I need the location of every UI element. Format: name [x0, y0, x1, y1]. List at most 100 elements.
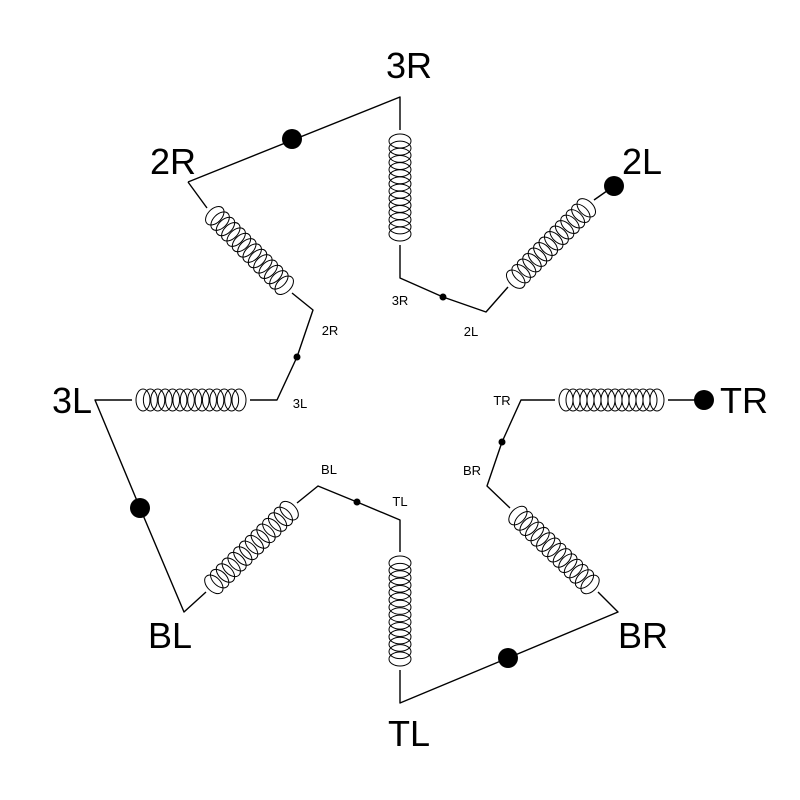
coil-3l [135, 388, 247, 412]
terminal-label-br: BR [618, 615, 668, 656]
coil-turn [221, 557, 241, 578]
coil-turn [135, 388, 151, 412]
coil-turn [256, 523, 276, 544]
coil-turn [205, 206, 225, 226]
coil-2l [505, 198, 597, 289]
coil-turn [238, 540, 259, 561]
coil-turn [388, 599, 412, 615]
coil-turn [273, 506, 294, 527]
coil-turn [231, 388, 247, 412]
coil-turn [541, 537, 561, 558]
coil-turn [549, 225, 569, 245]
coil-turn [560, 214, 580, 234]
inner-label-2l: 2L [464, 324, 478, 339]
coil-turn [388, 592, 412, 608]
wire-3r-2l-inner [399, 245, 509, 313]
wire-tl-br [399, 591, 619, 704]
terminal-dot-tl-br [498, 648, 518, 668]
coil-turn [253, 254, 273, 274]
coil-turn [516, 258, 537, 278]
junction-dot-3r-2l [439, 293, 447, 301]
coil-turn [244, 534, 265, 555]
coil-turn [209, 568, 230, 589]
coil-turn [388, 651, 412, 667]
coil-turn [388, 219, 412, 235]
coil-turn [142, 388, 158, 412]
coil-turn [242, 243, 262, 263]
inner-label-tr: TR [493, 393, 510, 408]
coil-turn [569, 564, 589, 584]
coil-turn [201, 388, 217, 412]
coil-br [508, 505, 600, 595]
coil-turn [279, 500, 299, 521]
coil-bl [204, 500, 299, 595]
wire-bl-tl-inner [296, 485, 401, 552]
coil-turn [388, 644, 412, 660]
coil-turn [558, 553, 578, 574]
terminal-label-3r: 3R [386, 45, 432, 86]
coil-turn [388, 621, 412, 637]
coil-turn [388, 577, 412, 593]
coil-turn [388, 570, 412, 586]
junction-dot-bl-tl [353, 498, 361, 506]
coil-turn [388, 555, 412, 571]
terminal-dot-tr [694, 390, 714, 410]
terminal-label-tr: TR [720, 380, 768, 421]
coil-turn [233, 546, 253, 566]
coil-turn [388, 562, 412, 578]
coil-turn [519, 516, 539, 536]
coil-turn [552, 548, 572, 568]
inner-label-2r: 2R [322, 323, 339, 338]
terminal-label-bl: BL [148, 615, 192, 656]
coil-turn [221, 222, 241, 242]
coil-turn [237, 238, 257, 258]
terminal-dot-3l-bl [130, 498, 150, 518]
coil-turn [527, 247, 548, 267]
inner-label-tl: TL [392, 494, 407, 509]
junction-dot-tr-br [498, 438, 506, 446]
coil-turn [543, 231, 564, 251]
terminal-label-2r: 2R [150, 141, 196, 182]
coil-turn [267, 512, 288, 532]
coil-turn [216, 388, 232, 412]
wire-2r-3l-inner [250, 292, 314, 401]
inner-label-3l: 3L [293, 396, 307, 411]
wire-br-tr-inner [486, 399, 555, 509]
coil-turn [649, 388, 665, 412]
coil-turn [157, 388, 173, 412]
coil-turn [263, 264, 284, 285]
wire-2r-coil [187, 181, 208, 209]
coil-3r [388, 133, 412, 242]
coil-turn [227, 551, 247, 572]
coil-turn [513, 511, 534, 531]
coil-turn [215, 216, 236, 237]
coil-tr [558, 388, 665, 412]
coil-turn [547, 542, 567, 563]
coil-turn [388, 629, 412, 645]
terminal-dot-2l [604, 176, 624, 196]
coil-turn [172, 388, 188, 412]
coil-turn [179, 388, 195, 412]
coil-turn [187, 388, 203, 412]
coil-turn [150, 388, 166, 412]
coil-turn [388, 614, 412, 630]
coil-turn [565, 209, 586, 229]
coil-turn [388, 585, 412, 601]
coil-turn [388, 226, 412, 242]
inner-label-3r: 3R [392, 293, 409, 308]
coil-turn [533, 242, 553, 262]
coil-turn [554, 220, 575, 240]
coil-turn [563, 558, 584, 579]
coil-turn [508, 505, 528, 526]
wire-3l-bl [94, 399, 207, 613]
coil-turn [576, 198, 597, 218]
coil-turn [574, 569, 595, 589]
coil-turn [269, 270, 289, 290]
coil-turn [247, 248, 268, 269]
coils [135, 133, 665, 667]
coil-turn [210, 211, 230, 231]
coil-turn [274, 275, 294, 295]
coil-turn [642, 388, 658, 412]
coil-turn [204, 574, 224, 595]
